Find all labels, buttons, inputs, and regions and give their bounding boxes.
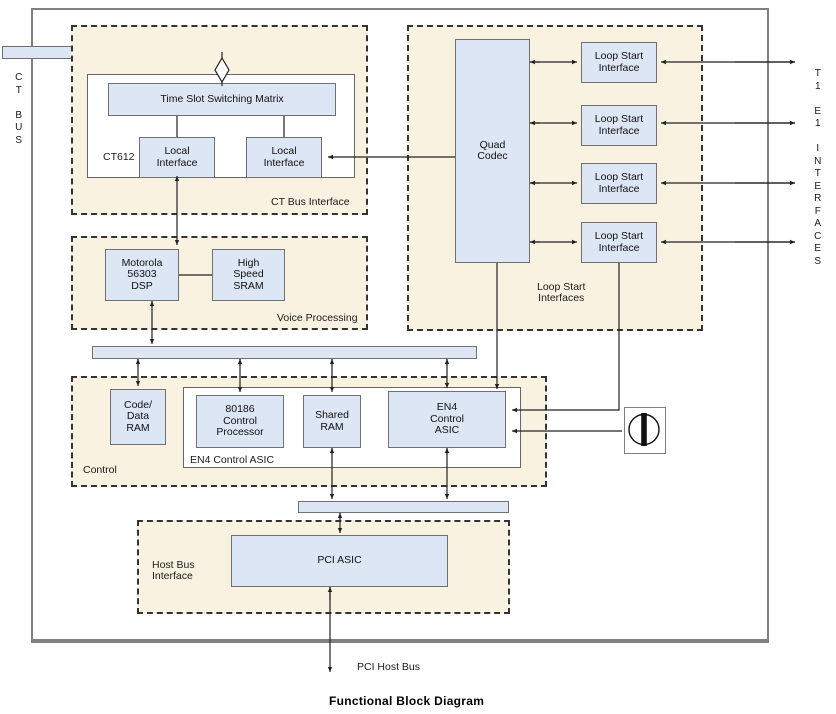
relay-icon [624, 407, 666, 454]
mid-bus-bar [92, 346, 477, 359]
figure-caption: Functional Block Diagram [329, 694, 485, 708]
block-80186-control-processor[interactable]: 80186 Control Processor [196, 395, 284, 448]
group-voice-processing-label: Voice Processing [277, 312, 358, 324]
lower-bus-bar [298, 501, 509, 513]
en4-control-asic-label: EN4 Control ASIC [190, 454, 275, 466]
block-local-interface-2[interactable]: Local Interface [246, 137, 322, 178]
block-local-interface-1[interactable]: Local Interface [139, 137, 215, 178]
block-motorola-56303-dsp[interactable]: Motorola 56303 DSP [105, 249, 179, 301]
block-high-speed-sram[interactable]: High Speed SRAM [212, 249, 285, 301]
block-loop-start-interface-1[interactable]: Loop Start Interface [581, 42, 657, 83]
block-pci-asic[interactable]: PCI ASIC [231, 535, 448, 587]
group-host-bus-interface-label: Host Bus Interface [152, 559, 195, 582]
group-control-label: Control [83, 464, 117, 476]
block-loop-start-interface-2[interactable]: Loop Start Interface [581, 105, 657, 146]
block-quad-codec[interactable]: Quad Codec [455, 39, 530, 263]
block-loop-start-interface-4[interactable]: Loop Start Interface [581, 222, 657, 263]
bottom-separator [31, 641, 769, 643]
block-time-slot-switching-matrix[interactable]: Time Slot Switching Matrix [108, 83, 336, 116]
block-shared-ram[interactable]: Shared RAM [303, 395, 361, 448]
block-loop-start-interface-3[interactable]: Loop Start Interface [581, 163, 657, 204]
pci-host-bus-label: PCI Host Bus [357, 661, 421, 673]
ct612-label: CT612 [103, 151, 135, 163]
block-en4-control-asic[interactable]: EN4 Control ASIC [388, 391, 506, 448]
t1-e1-interfaces-edge-label: T 1 E 1 I N T E R F A C E S [814, 68, 822, 267]
ct-bus-edge-label: C T B U S [15, 72, 23, 146]
block-code-data-ram[interactable]: Code/ Data RAM [110, 389, 166, 445]
group-loop-start-interfaces-label: Loop Start Interfaces [537, 281, 586, 304]
group-ct-bus-interface-label: CT Bus Interface [271, 196, 350, 208]
diagram-card-border [31, 8, 769, 641]
